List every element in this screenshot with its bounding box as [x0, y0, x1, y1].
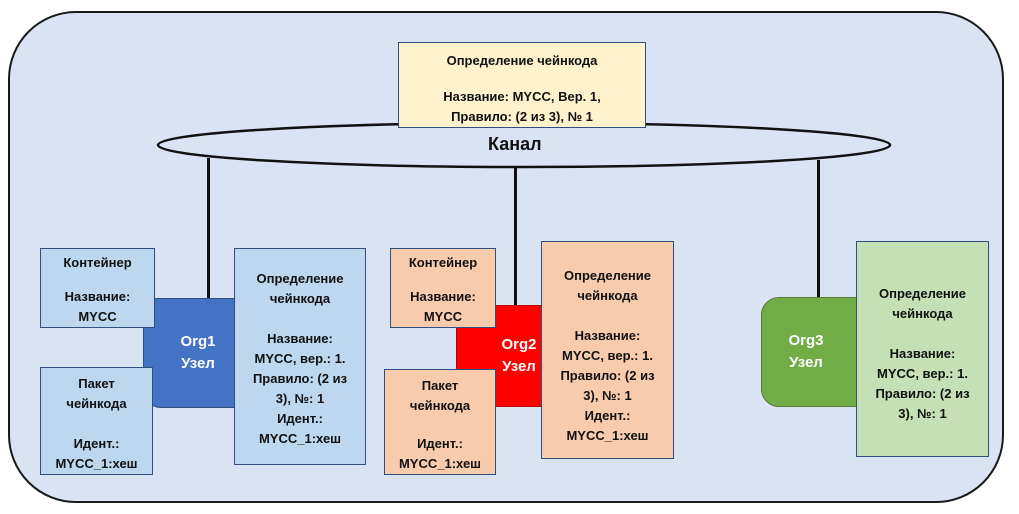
top-chaincode-definition: Определение чейнкода Название: MYCC, Вер…	[398, 42, 646, 128]
org3-definition-title: Определение чейнкода	[878, 286, 966, 321]
org2-connector	[514, 166, 517, 306]
org1-package-title: Пакет чейнкода	[66, 376, 127, 411]
top-chaincode-details: Название: MYCC, Вер. 1, Правило: (2 из 3…	[443, 89, 601, 124]
org1-package-details: Идент.: MYCC_1:хеш	[55, 436, 138, 471]
org1-definition-details: Название: MYCC, вер.: 1. Правило: (2 из …	[252, 331, 348, 446]
org1-definition: Определение чейнкода Название: MYCC, вер…	[234, 248, 366, 465]
org1-definition-title: Определение чейнкода	[256, 271, 344, 306]
org2-definition-title: Определение чейнкода	[563, 268, 651, 303]
org1-container-details: Название: MYCC	[64, 289, 131, 324]
top-chaincode-title: Определение чейнкода	[446, 53, 598, 68]
org2-container: Контейнер Название: MYCC	[390, 248, 496, 328]
org2-package: Пакет чейнкода Идент.: MYCC_1:хеш	[384, 369, 496, 475]
org3-definition: Определение чейнкода Название: MYCC, вер…	[856, 241, 989, 457]
org3-definition-details: Название: MYCC, вер.: 1. Правило: (2 из …	[875, 346, 970, 421]
org2-container-details: Название: MYCC	[410, 289, 476, 324]
org3-node-label: Org3 Узел	[788, 332, 824, 371]
org2-node-label: Org2 Узел	[501, 336, 537, 375]
org1-node-label: Org1 Узел	[180, 333, 216, 372]
org1-container: Контейнер Название: MYCC	[40, 248, 155, 328]
org2-container-title: Контейнер	[408, 255, 478, 270]
org1-container-title: Контейнер	[63, 255, 132, 270]
org2-package-title: Пакет чейнкода	[409, 378, 471, 413]
channel-label: Канал	[488, 134, 542, 154]
org3-connector	[817, 160, 820, 298]
org1-connector	[207, 158, 210, 300]
org2-package-details: Идент.: MYCC_1:хеш	[398, 436, 482, 471]
org2-definition-details: Название: MYCC, вер.: 1. Правило: (2 из …	[560, 328, 655, 443]
org2-definition: Определение чейнкода Название: MYCC, вер…	[541, 241, 674, 459]
org1-package: Пакет чейнкода Идент.: MYCC_1:хеш	[40, 367, 153, 475]
